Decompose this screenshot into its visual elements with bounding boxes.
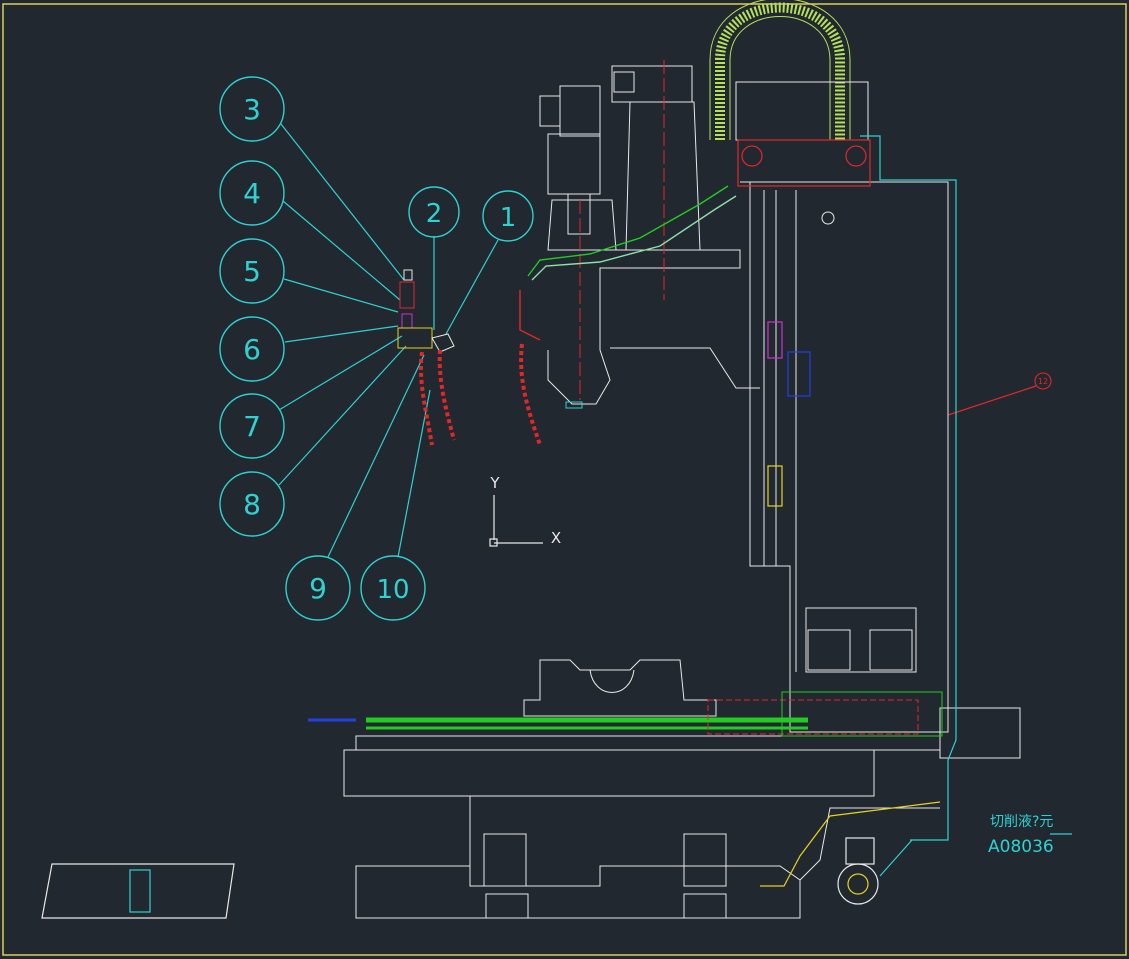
balloon-9-label: 9 (309, 572, 327, 605)
balloon-5-label: 5 (243, 255, 261, 288)
column (735, 81, 1021, 759)
balloon-2-label: 2 (426, 199, 443, 229)
balloon-4-label: 4 (243, 177, 261, 210)
coolant-pump (837, 837, 913, 905)
balloon-3-label: 3 (243, 93, 261, 126)
axis-x-label: X (551, 529, 561, 547)
table-rails (308, 691, 943, 737)
coolant-code: A08036 (988, 837, 1054, 857)
leader-lines (278, 123, 1072, 835)
balloon-12-label: 12 (1038, 377, 1048, 386)
balloon-10-label: 10 (376, 575, 409, 605)
balloon-7: 7 (219, 393, 285, 459)
balloon-3: 3 (219, 76, 285, 142)
inset-view (41, 863, 235, 919)
balloon-5: 5 (219, 238, 285, 304)
exploded-detail (397, 269, 456, 446)
coolant-label: 切削液?元 (990, 814, 1053, 830)
spindle-hoses (519, 185, 737, 446)
table (343, 659, 941, 797)
balloon-1-label: 1 (500, 203, 517, 233)
balloon-12: 12 (1034, 372, 1052, 390)
spindle-head (539, 65, 760, 409)
balloon-4: 4 (219, 160, 285, 226)
cable-carrier (709, 0, 851, 140)
balloon-7-label: 7 (243, 410, 261, 443)
column-saddle (737, 139, 871, 187)
ucs-axes (489, 495, 543, 547)
balloon-6-label: 6 (243, 333, 261, 366)
machine-base (355, 796, 940, 919)
balloon-8-label: 8 (243, 488, 261, 521)
drawing-frame (2, 3, 1127, 956)
coolant-tank-line (760, 801, 941, 887)
column-brackets (767, 321, 811, 507)
coolant-line (860, 135, 957, 841)
balloon-8: 8 (219, 471, 285, 537)
balloon-9: 9 (285, 555, 351, 621)
balloon-10: 10 (360, 555, 426, 621)
balloon-2: 2 (408, 186, 460, 238)
balloon-6: 6 (219, 316, 285, 382)
axis-y-label: Y (489, 474, 500, 492)
balloon-1: 1 (482, 190, 534, 242)
